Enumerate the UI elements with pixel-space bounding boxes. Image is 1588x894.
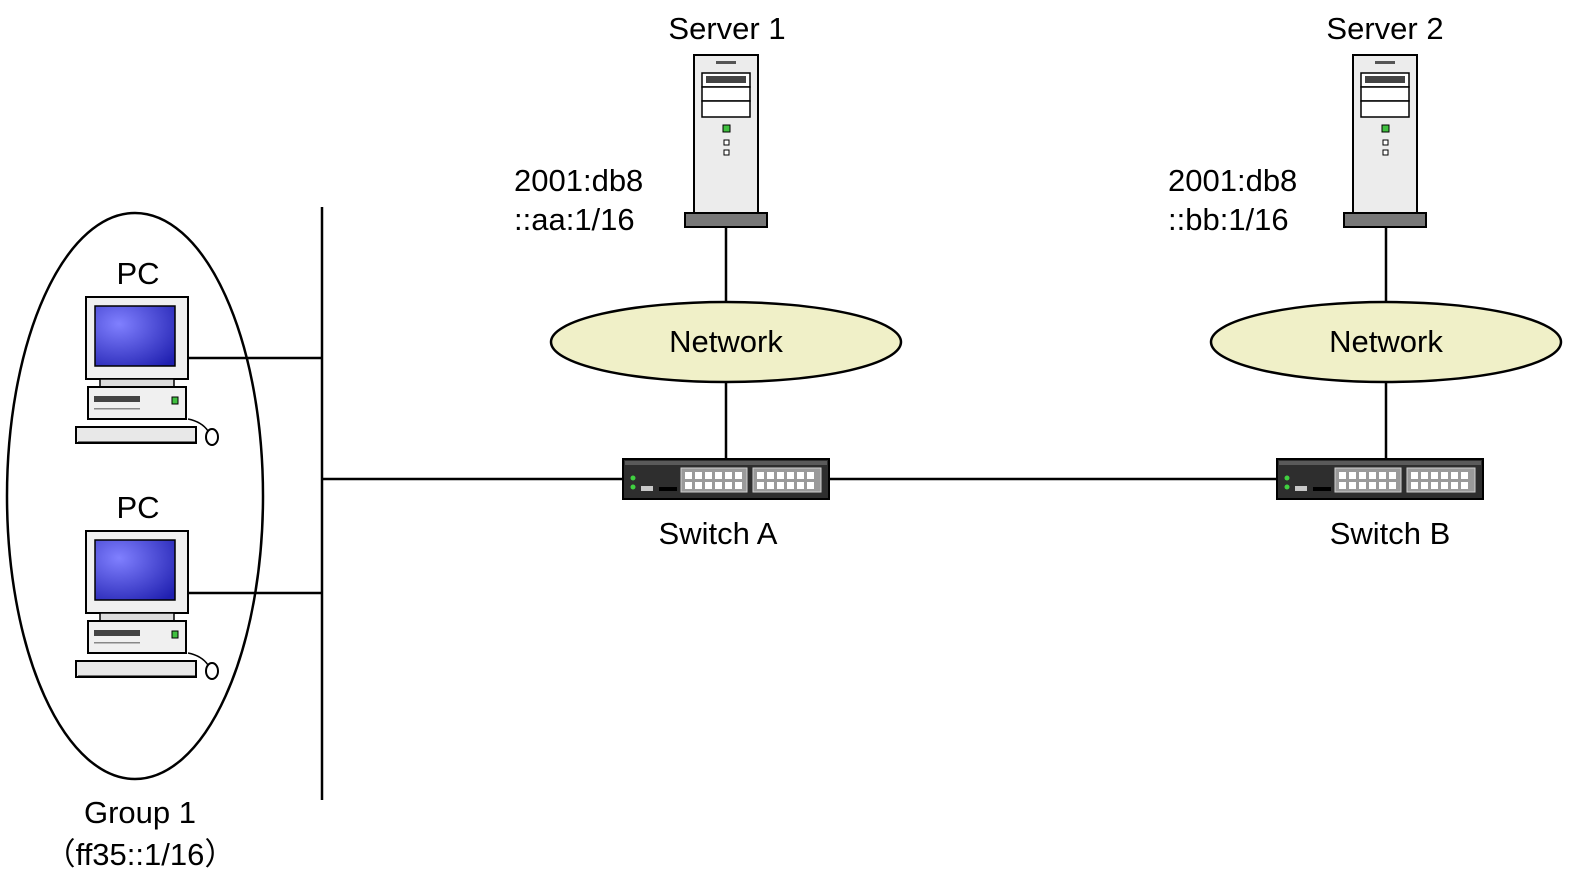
server-tower-icon <box>1343 54 1427 228</box>
server-2-label: Server 2 <box>1326 11 1443 46</box>
switch-b-label: Switch B <box>1330 516 1451 551</box>
server-1-label: Server 1 <box>668 11 785 46</box>
ethernet-switch-icon <box>1276 458 1484 500</box>
server-2-address-line1: 2001:db8 <box>1168 163 1297 198</box>
pc-1-label: PC <box>116 256 159 291</box>
group-label: Group 1 <box>84 795 196 830</box>
desktop-pc-icon <box>75 530 219 680</box>
network-cloud-icon <box>549 300 903 384</box>
server-tower-icon <box>684 54 768 228</box>
pc-1: PC <box>75 256 219 446</box>
network-2: Network <box>1209 300 1563 384</box>
server-1: Server 1 2001:db8 ::aa:1/16 <box>514 11 786 237</box>
connections <box>188 207 1388 800</box>
pc-2: PC <box>75 490 219 680</box>
network-1-label: Network <box>669 324 783 359</box>
server-1-address-line1: 2001:db8 <box>514 163 643 198</box>
network-cloud-icon <box>1209 300 1563 384</box>
ethernet-switch-icon <box>622 458 830 500</box>
server-2: Server 2 2001:db8 ::bb:1/16 <box>1168 11 1444 237</box>
server-2-address-line2: ::bb:1/16 <box>1168 202 1289 237</box>
desktop-pc-icon <box>75 296 219 446</box>
group-boundary <box>5 211 265 781</box>
switch-a: Switch A <box>622 458 830 551</box>
switch-b: Switch B <box>1276 458 1484 551</box>
pc-2-label: PC <box>116 490 159 525</box>
network-1: Network <box>549 300 903 384</box>
network-2-label: Network <box>1329 324 1443 359</box>
switch-a-label: Switch A <box>659 516 778 551</box>
server-1-address-line2: ::aa:1/16 <box>514 202 635 237</box>
group-address: （ff35::1/16） <box>45 837 236 872</box>
